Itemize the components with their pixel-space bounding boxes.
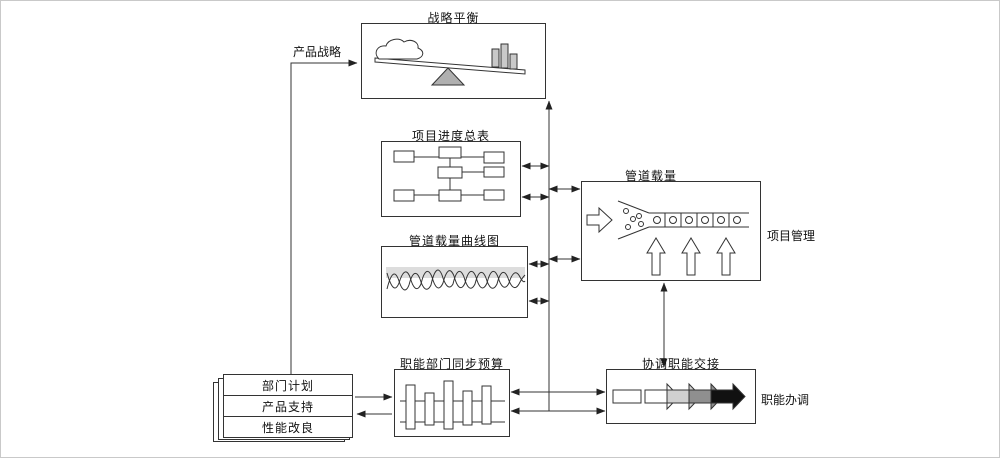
pipeline-curve-box [381, 246, 528, 318]
pipeline-curve-title: 管道载量曲线图 [408, 234, 500, 248]
pipeline-load-title: 管道载量 [624, 169, 677, 183]
pipeline-load-box [581, 181, 761, 281]
project-management-label: 项目管理 [767, 229, 816, 243]
product-strategy-label: 产品战略 [293, 45, 342, 59]
product-strategy-connector [290, 59, 358, 374]
budget-sync-title: 职能部门同步预算 [399, 357, 504, 371]
stack-row-performance-improvement: 性能改良 [261, 420, 314, 435]
strategic-balance-box [361, 23, 546, 99]
handover-box [606, 369, 756, 424]
budget-sync-box [394, 369, 510, 437]
department-stack: 部门计划 产品支持 性能改良 [223, 374, 353, 438]
handover-title: 协调职能交接 [641, 357, 720, 371]
schedule-summary-title: 项目进度总表 [411, 129, 490, 143]
functional-coordination-label: 职能办调 [761, 393, 810, 407]
stack-row-product-support: 产品支持 [224, 396, 352, 417]
stack-row-department-plan: 部门计划 [224, 375, 352, 396]
schedule-summary-box [381, 141, 521, 217]
strategic-balance-title: 战略平衡 [427, 11, 480, 25]
